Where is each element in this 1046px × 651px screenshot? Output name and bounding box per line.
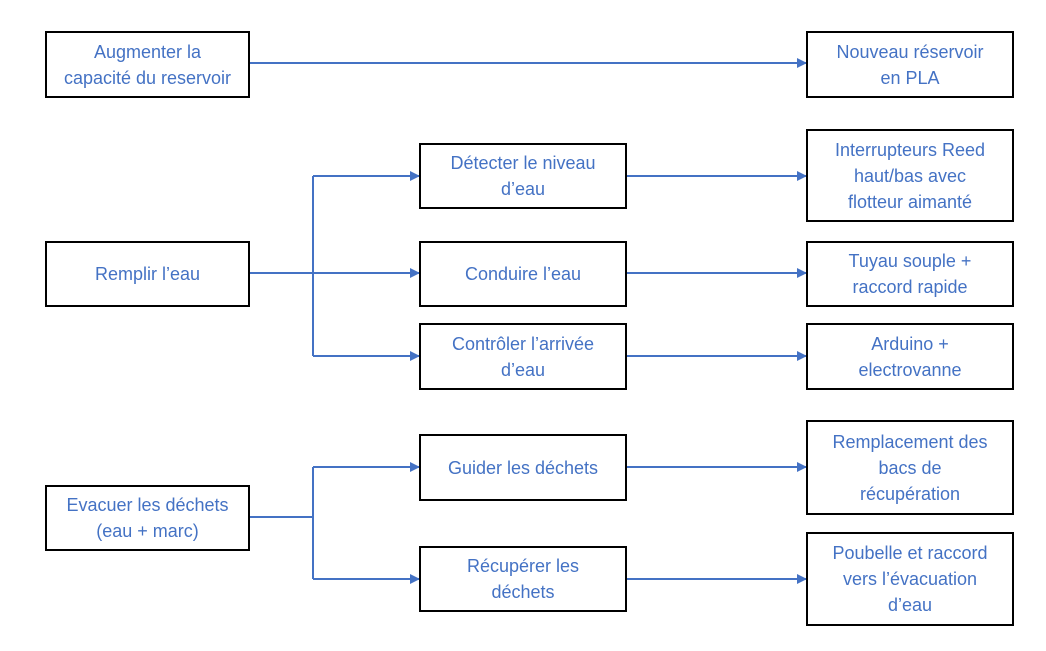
subfunction-label-conduct-water: Conduire l’eau — [464, 264, 582, 284]
solution-box-new-tank: Nouveau réservoir en PLA — [806, 31, 1014, 98]
subfunction-label-guide-waste: Guider les déchets — [447, 457, 599, 478]
function-label-capacity: Augmenter la capacité du reservoir — [63, 41, 232, 88]
solution-label-new-tank: Nouveau réservoir en PLA — [836, 41, 984, 88]
solution-label-trash: Poubelle et raccord vers l’évacuation d’… — [832, 543, 988, 615]
solution-box-hose: Tuyau souple + raccord rapide — [806, 241, 1014, 307]
function-box-capacity: Augmenter la capacité du reservoir — [45, 31, 250, 98]
function-label-evacuate: Evacuer les déchets (eau + marc) — [66, 495, 229, 541]
function-label-fill-water: Remplir l’eau — [94, 264, 201, 284]
solution-label-hose: Tuyau souple + raccord rapide — [848, 251, 972, 297]
function-box-evacuate: Evacuer les déchets (eau + marc) — [45, 485, 250, 551]
solution-label-bins: Remplacement des bacs de récupération — [832, 431, 988, 504]
subfunction-label-collect-waste: Récupérer les déchets — [466, 556, 580, 602]
solution-label-arduino: Arduino + electrovanne — [858, 333, 962, 380]
solution-label-reed-switches: Interrupteurs Reed haut/bas avec flotteu… — [834, 139, 986, 212]
solution-box-bins: Remplacement des bacs de récupération — [806, 420, 1014, 515]
subfunction-box-control-inflow: Contrôler l’arrivée d’eau — [419, 323, 627, 390]
solution-box-reed-switches: Interrupteurs Reed haut/bas avec flotteu… — [806, 129, 1014, 222]
subfunction-box-conduct-water: Conduire l’eau — [419, 241, 627, 307]
solution-box-trash: Poubelle et raccord vers l’évacuation d’… — [806, 532, 1014, 626]
solution-box-arduino: Arduino + electrovanne — [806, 323, 1014, 390]
subfunction-box-detect-level: Détecter le niveau d’eau — [419, 143, 627, 209]
subfunction-label-detect-level: Détecter le niveau d’eau — [450, 153, 596, 199]
subfunction-label-control-inflow: Contrôler l’arrivée d’eau — [451, 333, 595, 380]
function-box-fill-water: Remplir l’eau — [45, 241, 250, 307]
subfunction-box-guide-waste: Guider les déchets — [419, 434, 627, 501]
subfunction-box-collect-waste: Récupérer les déchets — [419, 546, 627, 612]
